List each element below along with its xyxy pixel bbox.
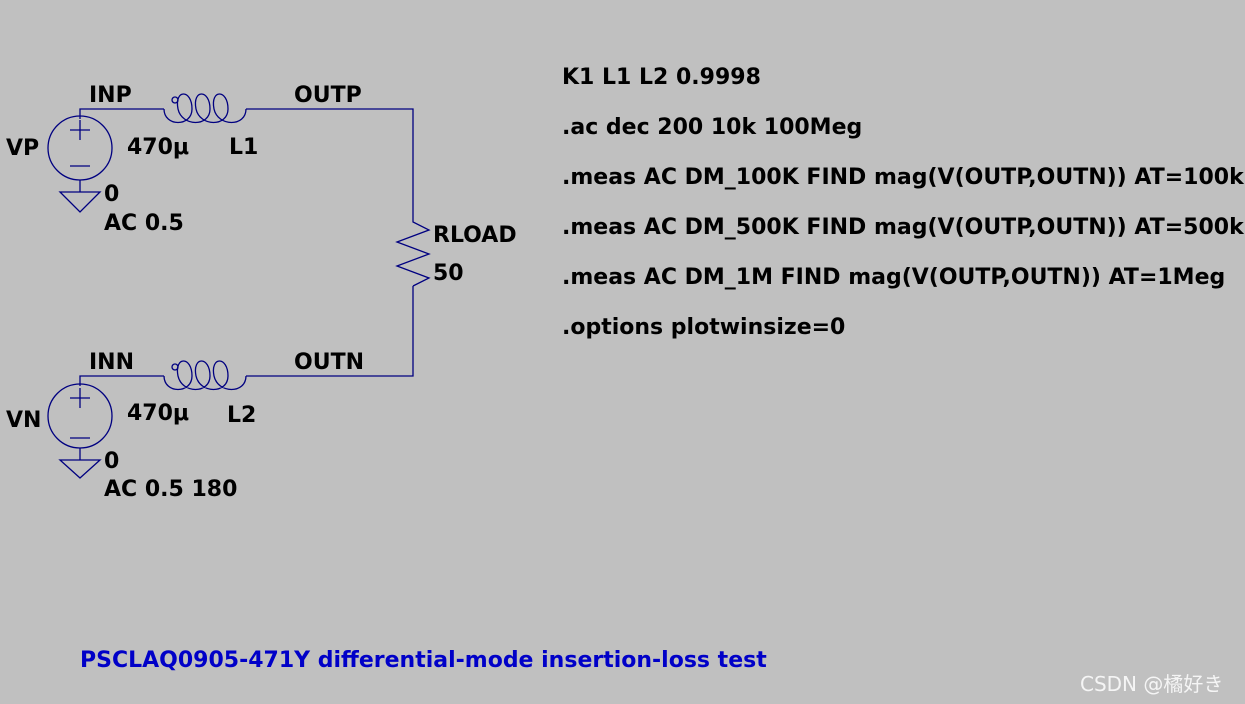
l2-value-label: 470μ xyxy=(127,401,190,426)
wire-outn xyxy=(246,286,414,377)
directive-coupling: K1 L1 L2 0.9998 xyxy=(562,65,761,90)
net-label-inn: INN xyxy=(89,350,135,375)
rload-name-label: RLOAD xyxy=(433,223,517,248)
vp-name-label: VP xyxy=(6,136,40,161)
l2-inductor-symbol xyxy=(163,360,247,391)
directive-ac: .ac dec 200 10k 100Meg xyxy=(562,115,863,140)
directive-meas-500k: .meas AC DM_500K FIND mag(V(OUTP,OUTN)) … xyxy=(562,215,1244,240)
l2-dot xyxy=(171,363,179,371)
l1-dot xyxy=(171,96,179,104)
vn-name-label: VN xyxy=(6,408,42,433)
l1-value-label: 470μ xyxy=(127,135,190,160)
rload-value-label: 50 xyxy=(433,261,464,286)
schematic-comment: PSCLAQ0905-471Y differential-mode insert… xyxy=(80,648,767,673)
vp-source-symbol xyxy=(47,115,113,192)
wire-inp xyxy=(79,108,164,119)
directive-meas-100k: .meas AC DM_100K FIND mag(V(OUTP,OUTN)) … xyxy=(562,165,1244,190)
l1-name-label: L1 xyxy=(229,135,259,160)
l2-name-label: L2 xyxy=(227,403,257,428)
directive-meas-1m: .meas AC DM_1M FIND mag(V(OUTP,OUTN)) AT… xyxy=(562,265,1226,290)
vn-source-symbol xyxy=(47,383,113,460)
rload-resistor-symbol xyxy=(395,214,431,287)
vn-ground-symbol xyxy=(58,459,102,479)
net-label-outp: OUTP xyxy=(294,83,362,108)
wire-inn xyxy=(79,375,164,386)
vp-ac-label: AC 0.5 xyxy=(104,211,184,236)
vn-ac-label: AC 0.5 180 xyxy=(104,477,238,502)
directive-options: .options plotwinsize=0 xyxy=(562,315,846,340)
wire-outp xyxy=(246,108,414,214)
vp-ground-symbol xyxy=(58,191,102,213)
l1-inductor-symbol xyxy=(163,93,247,124)
vn-ground-label: 0 xyxy=(104,449,120,474)
vp-ground-label: 0 xyxy=(104,182,120,207)
net-label-outn: OUTN xyxy=(294,350,364,375)
net-label-inp: INP xyxy=(89,83,132,108)
csdn-watermark: CSDN @橘好き xyxy=(1080,672,1224,696)
